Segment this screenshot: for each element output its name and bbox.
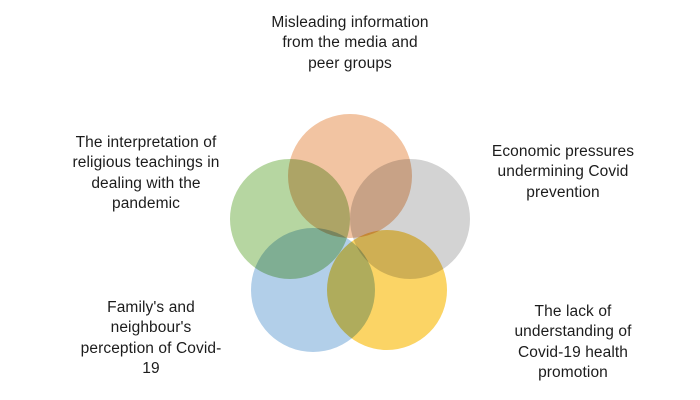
venn-label-lack-of-understanding: The lack of understanding of Covid-19 he… — [514, 303, 632, 382]
venn-circle-lack-of-understanding[interactable] — [325, 228, 449, 352]
venn-label-misleading-information: Misleading information from the media an… — [271, 14, 429, 72]
venn-circle-religious-teachings[interactable] — [228, 157, 352, 281]
venn-label-religious-teachings: The interpretation of religious teaching… — [72, 134, 220, 213]
venn-label-family-neighbour-perception: Family's and neighbour's perception of C… — [80, 299, 222, 378]
venn-label-economic-pressures: Economic pressures undermining Covid pre… — [491, 143, 635, 201]
